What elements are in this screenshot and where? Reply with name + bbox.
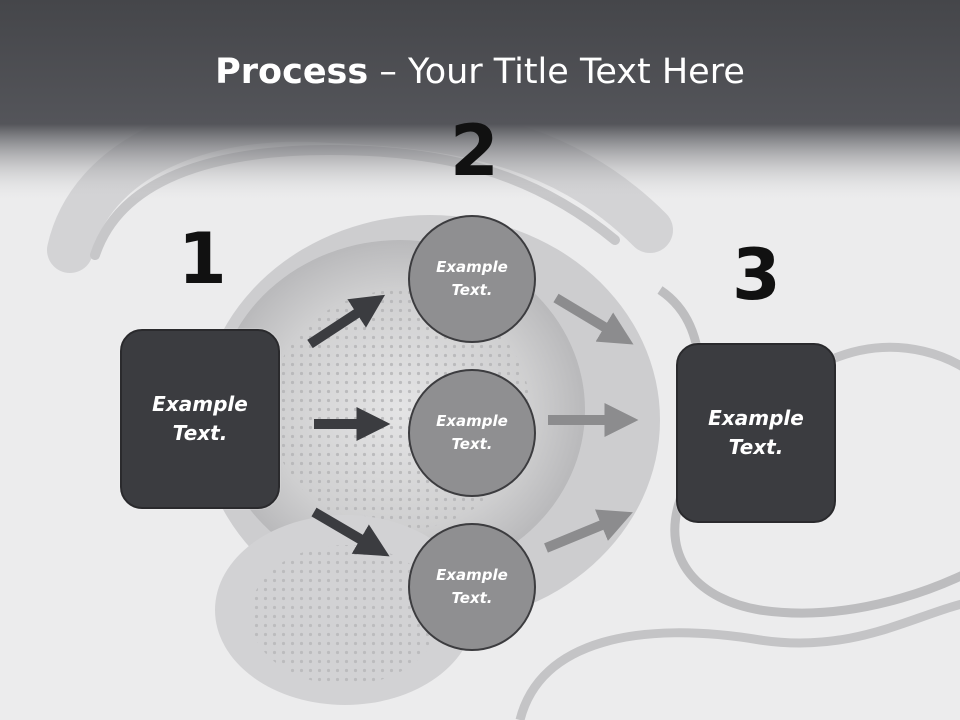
arrow-box1-to-circle3 <box>311 507 390 557</box>
step-number-2: 2 <box>450 110 499 192</box>
arrow-circle1-to-box3 <box>553 293 634 345</box>
arrow-circle3-to-box3 <box>544 509 633 553</box>
step-2-circle-top: Example Text. <box>408 215 536 343</box>
step-2-circle-bottom: Example Text. <box>408 523 536 651</box>
step-3-line1: Example <box>708 406 804 430</box>
step-3-box: Example Text. <box>676 343 836 523</box>
title-bold-part: Process <box>215 52 369 92</box>
circle-2-line1: Example <box>436 412 508 430</box>
title-rest-part: – Your Title Text Here <box>368 52 745 92</box>
circle-2-line2: Text. <box>451 435 493 453</box>
circle-3-line1: Example <box>436 566 508 584</box>
step-number-1: 1 <box>178 218 227 300</box>
step-1-line1: Example <box>152 392 248 416</box>
step-1-line2: Text. <box>172 421 228 445</box>
arrow-box1-to-circle1 <box>307 294 386 349</box>
circle-1-line1: Example <box>436 258 508 276</box>
step-number-3: 3 <box>732 234 781 316</box>
step-1-box: Example Text. <box>120 329 280 509</box>
circle-1-line2: Text. <box>451 281 493 299</box>
page-title: Process – Your Title Text Here <box>0 52 960 92</box>
circle-3-line2: Text. <box>451 589 493 607</box>
step-3-line2: Text. <box>728 435 784 459</box>
step-2-circle-middle: Example Text. <box>408 369 536 497</box>
